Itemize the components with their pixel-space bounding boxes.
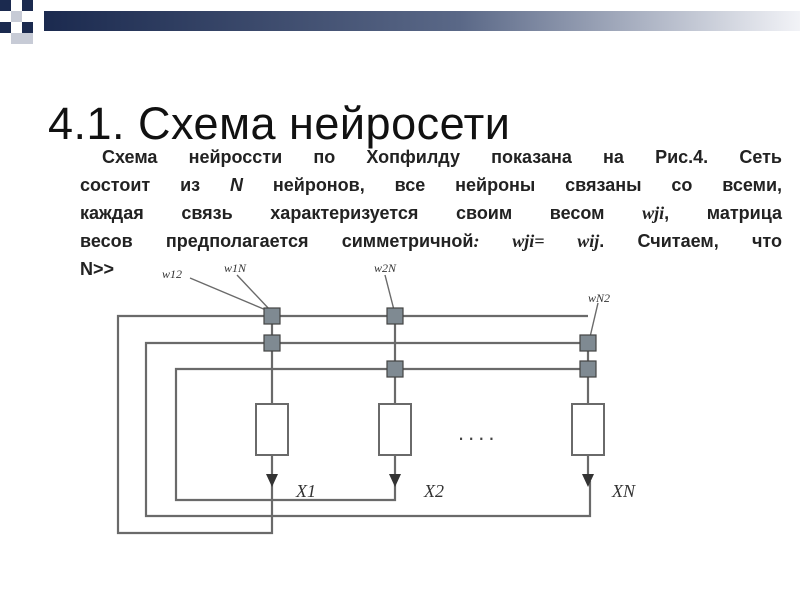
arrow-down-icon [582,474,594,487]
synapse-nodes [263,307,597,378]
output-label: XN [611,481,636,501]
synapse-node [263,307,281,325]
weight-label: wN2 [588,291,610,305]
deco-square [0,22,11,33]
text-fragment: весов предполагается симметричной [80,231,474,251]
synapse-node [579,360,597,378]
paragraph-line: Схема нейроссти по Хопфилду показана на … [102,147,782,167]
slide-title: 4.1. Схема нейросети [48,98,511,149]
deco-square [22,0,33,11]
text-fragment: . Считаем, что [599,231,782,251]
deco-square [22,22,33,33]
text-fragment: состоит из [80,175,230,195]
output-label: X1 [295,481,316,501]
header-decoration [0,0,800,44]
neuron-blocks [255,403,605,456]
weight-label: w12 [162,267,182,281]
weight-pointer [384,274,395,311]
weight-label: w1N [224,261,247,275]
description-paragraph: Схема нейроссти по Хопфилду показана на … [80,143,782,283]
arrow-down-icon [389,474,401,487]
ellipsis-label: .... [458,420,498,445]
synapse-node [386,360,404,378]
text-fragment: N [230,175,243,195]
output-arrows [266,474,594,487]
paragraph-line: весов предполагается симметричной: wji= … [80,227,782,255]
deco-square [11,33,22,44]
feedback-line [174,367,590,502]
neuron-block [255,403,289,456]
header-gradient-bar [44,11,800,31]
paragraph-line: N>> [80,259,115,279]
neuron-block [571,403,605,456]
text-fragment: : wji= wij [473,231,600,251]
arrow-down-icon [266,474,278,487]
text-fragment: wji [642,203,665,223]
text-fragment: нейронов, все нейроны связаны со всеми, [243,175,783,195]
synapse-node [386,307,404,325]
deco-square [0,0,11,11]
synapse-node [263,334,281,352]
deco-square [22,33,33,44]
paragraph-line: состоит из N нейронов, все нейроны связа… [80,171,782,199]
text-fragment: , матрица [664,203,782,223]
neuron-block [378,403,412,456]
connection-lines [116,274,599,535]
text-fragment: каждая связь характеризуется своим весом [80,203,643,223]
synapse-node [579,334,597,352]
weight-pointer [589,302,599,338]
deco-square [11,11,22,22]
weight-label: w2N [374,261,397,275]
weight-pointer [236,274,271,311]
feedback-line [144,341,592,518]
weight-pointer [189,277,267,311]
paragraph-line: каждая связь характеризуется своим весом… [80,199,782,227]
output-label: X2 [423,481,444,501]
